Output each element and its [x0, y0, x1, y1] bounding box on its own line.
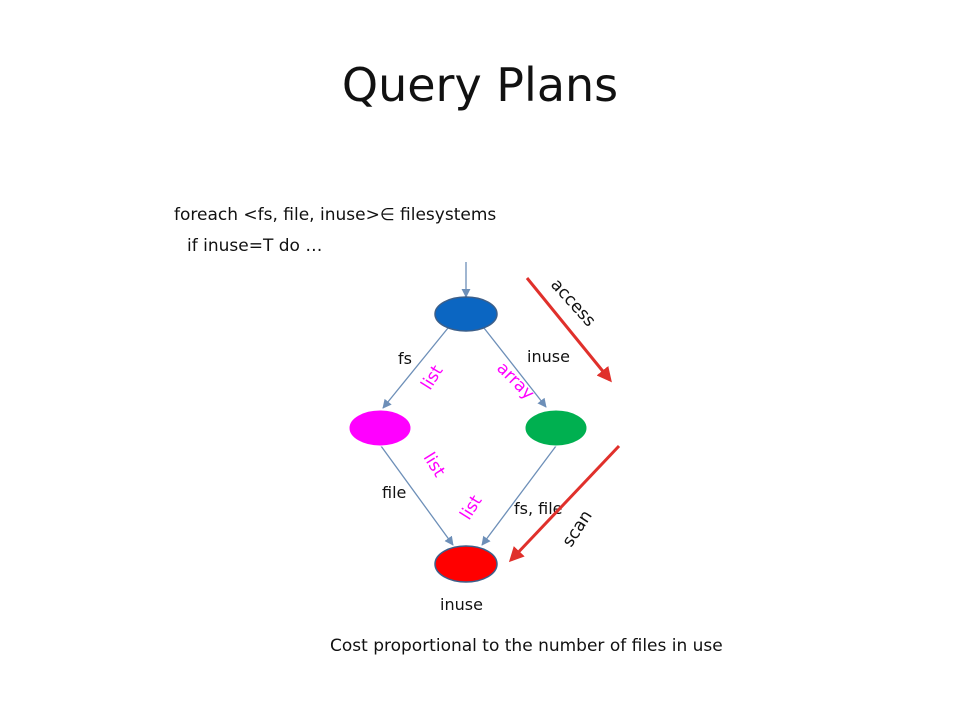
node-right — [524, 409, 588, 447]
edge-label-fs-file: fs, file — [514, 499, 563, 518]
scan-label: scan — [558, 507, 596, 551]
access-arrow — [525, 277, 612, 383]
code-line-1: foreach <fs, file, inuse>∈ filesystems — [174, 205, 497, 225]
edge-right-bottom — [481, 445, 557, 546]
node-bottom — [434, 545, 498, 583]
edge-label-inuse: inuse — [527, 347, 570, 366]
edge-root-left — [382, 327, 449, 409]
annotation-list-left-bottom: list — [419, 449, 449, 481]
node-label-inuse: inuse — [440, 595, 483, 614]
edge-label-fs: fs — [398, 349, 412, 368]
edge-left-bottom — [380, 445, 454, 546]
edge-root-right — [483, 327, 547, 408]
code-line-2: if inuse=T do … — [187, 236, 323, 256]
edge-label-file: file — [382, 483, 406, 502]
scan-arrow — [508, 444, 621, 563]
annotation-list-right-bottom: list — [456, 492, 486, 524]
annotation-list-root-left: list — [417, 362, 447, 394]
node-root — [434, 296, 498, 332]
slide-title: Query Plans — [341, 58, 619, 112]
node-left — [348, 409, 412, 447]
access-label: access — [546, 275, 599, 331]
cost-caption: Cost proportional to the number of files… — [330, 636, 723, 656]
